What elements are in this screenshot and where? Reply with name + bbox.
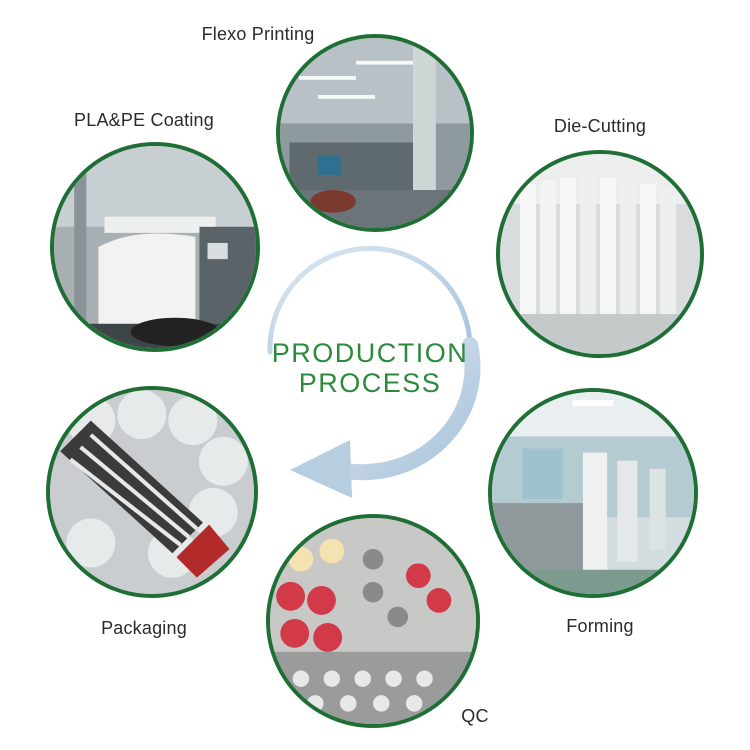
photo-packaging bbox=[46, 386, 258, 598]
step-label-qc: QC bbox=[461, 706, 489, 726]
step-label-pla-pe-coating: PLA&PE Coating bbox=[74, 110, 214, 130]
photo-forming bbox=[488, 388, 698, 598]
center-title-line1: PRODUCTION bbox=[271, 338, 469, 368]
photo-qc bbox=[266, 514, 480, 728]
step-label-forming: Forming bbox=[566, 616, 634, 636]
step-label-packaging: Packaging bbox=[101, 618, 187, 638]
center-title-line2: PROCESS bbox=[298, 368, 442, 398]
photo-die-cutting bbox=[496, 150, 704, 358]
photo-flexo-printing bbox=[276, 34, 474, 232]
step-label-flexo-printing: Flexo Printing bbox=[201, 24, 315, 44]
step-label-die-cutting: Die-Cutting bbox=[553, 116, 647, 136]
photo-pla-pe-coating bbox=[50, 142, 260, 352]
